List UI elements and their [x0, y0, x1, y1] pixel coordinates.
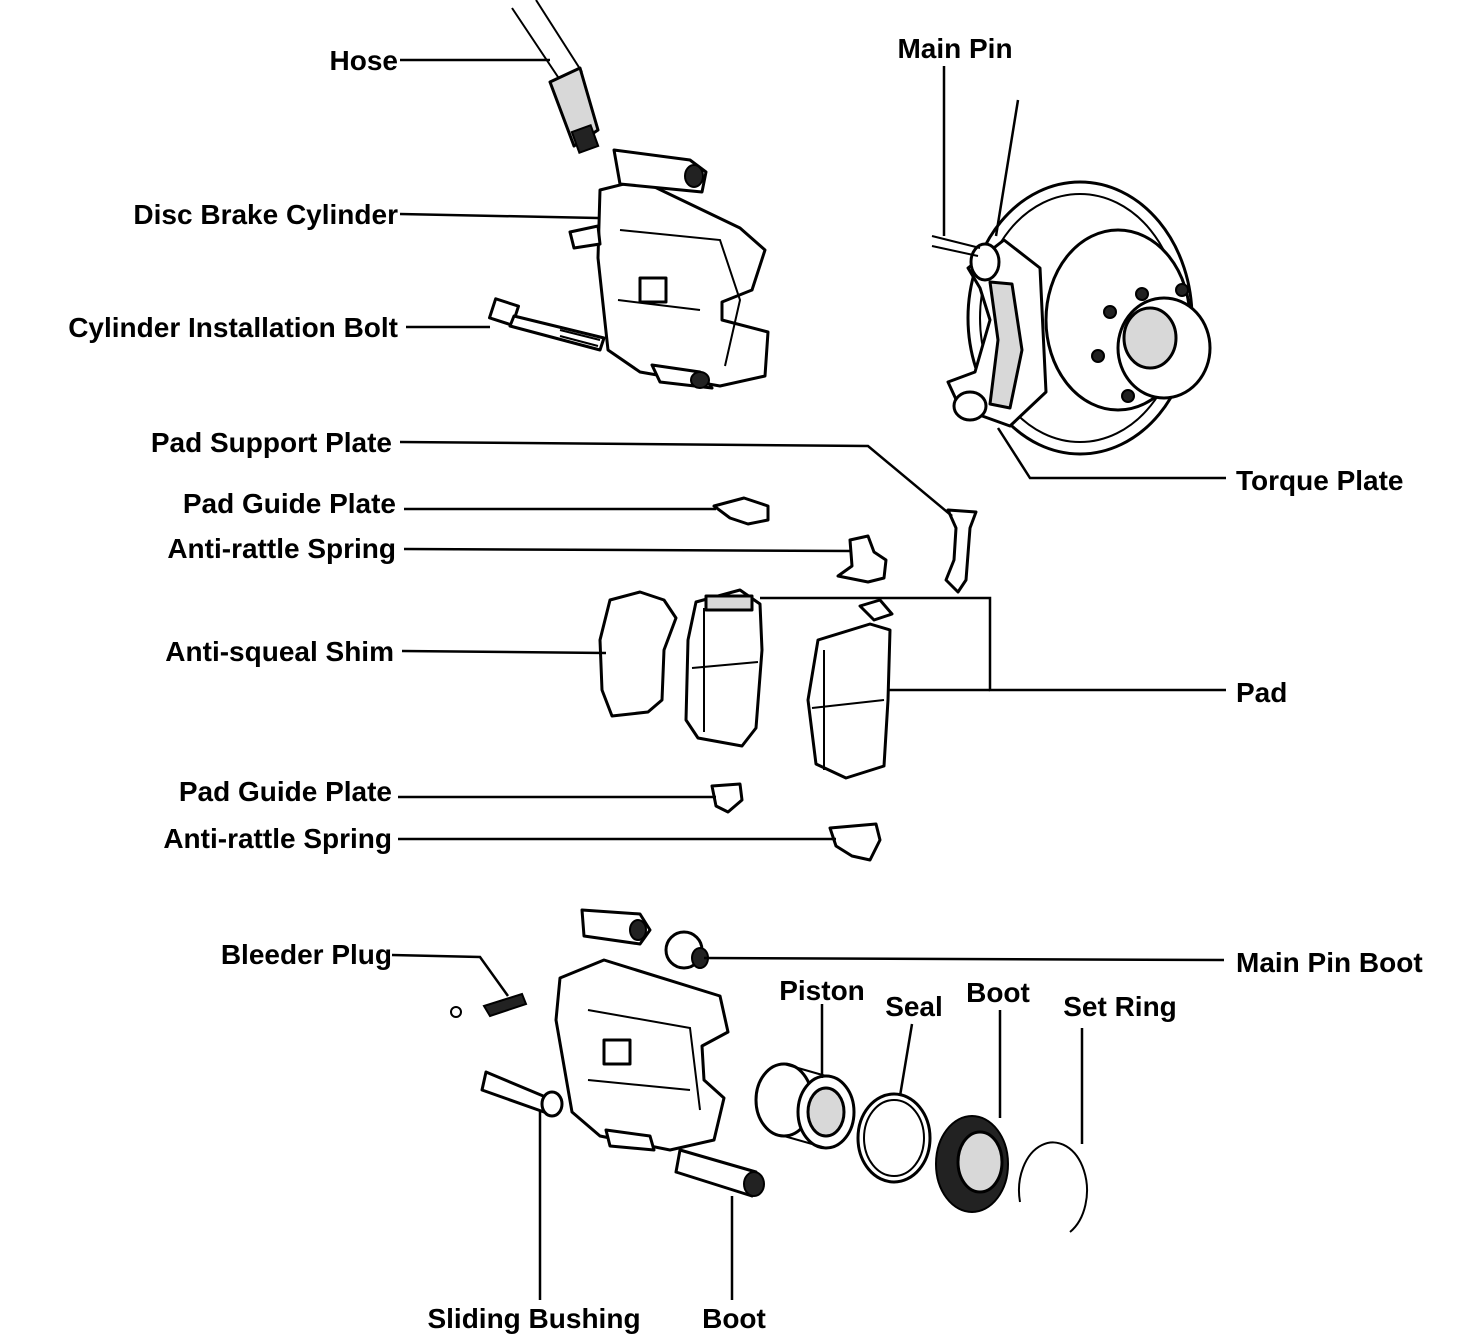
label-main-pin: Main Pin — [897, 33, 1012, 64]
disc-rotor-torque-plate-part — [931, 180, 1212, 456]
pad-part-front — [684, 588, 764, 748]
label-pad-support-plate: Pad Support Plate — [151, 427, 392, 458]
sliding-bushing-part — [480, 1070, 564, 1118]
disc-brake-cylinder-part — [568, 148, 770, 390]
anti-squeal-shim-part — [598, 590, 678, 718]
cylinder-installation-bolt-part — [487, 297, 606, 352]
label-main-pin-boot: Main Pin Boot — [1236, 947, 1423, 978]
leader-seal — [898, 1023, 914, 1097]
leader-torque-plate — [996, 427, 1226, 480]
pad-guide-plate-lower-part — [710, 782, 744, 814]
piston-part — [754, 1062, 856, 1150]
anti-rattle-spring-upper-part — [836, 534, 888, 584]
label-pad: Pad — [1236, 677, 1287, 708]
label-piston: Piston — [779, 975, 865, 1006]
labels: Hose Disc Brake Cylinder Cylinder Instal… — [68, 33, 1422, 1334]
leader-pad — [760, 596, 1226, 692]
label-hose: Hose — [330, 45, 398, 76]
label-boot-bushing: Boot — [702, 1303, 766, 1334]
lower-caliper-part — [554, 908, 730, 1152]
label-pad-guide-plate-lower: Pad Guide Plate — [179, 776, 392, 807]
label-boot-seal: Boot — [966, 977, 1030, 1008]
label-sliding-bushing: Sliding Bushing — [427, 1303, 640, 1334]
leader-anti-squeal-shim — [401, 649, 607, 655]
pad-guide-plate-upper-part — [712, 496, 770, 526]
label-anti-rattle-spring-upper: Anti-rattle Spring — [167, 533, 396, 564]
label-cylinder-installation-bolt: Cylinder Installation Bolt — [68, 312, 398, 343]
main-pin-boot-part — [664, 930, 709, 970]
label-seal: Seal — [885, 991, 943, 1022]
boot-bushing-part — [674, 1148, 765, 1198]
label-anti-rattle-spring-lower: Anti-rattle Spring — [163, 823, 392, 854]
bleeder-plug-part — [450, 992, 528, 1018]
anti-rattle-spring-lower-part — [828, 822, 882, 862]
leader-bleeder-plug — [391, 953, 510, 997]
label-disc-brake-cylinder: Disc Brake Cylinder — [133, 199, 398, 230]
leader-pad-support-plate — [399, 440, 953, 517]
pad-support-plate-part — [944, 508, 978, 594]
seal-part — [856, 1092, 932, 1184]
leader-main-pin-b — [994, 99, 1020, 237]
label-set-ring: Set Ring — [1063, 991, 1177, 1022]
boot-seal-part — [935, 1115, 1009, 1213]
hose-part — [511, 0, 600, 155]
leader-disc-brake-cylinder — [399, 212, 599, 220]
set-ring-part — [1017, 1141, 1088, 1233]
leader-main-pin-boot — [703, 956, 1225, 962]
label-pad-guide-plate-upper: Pad Guide Plate — [183, 488, 396, 519]
label-torque-plate: Torque Plate — [1236, 465, 1404, 496]
label-bleeder-plug: Bleeder Plug — [221, 939, 392, 970]
leader-lines — [391, 58, 1226, 1300]
label-anti-squeal-shim: Anti-squeal Shim — [165, 636, 394, 667]
leader-anti-rattle-spring-upper — [403, 547, 853, 553]
pad-part-rear — [806, 598, 894, 780]
